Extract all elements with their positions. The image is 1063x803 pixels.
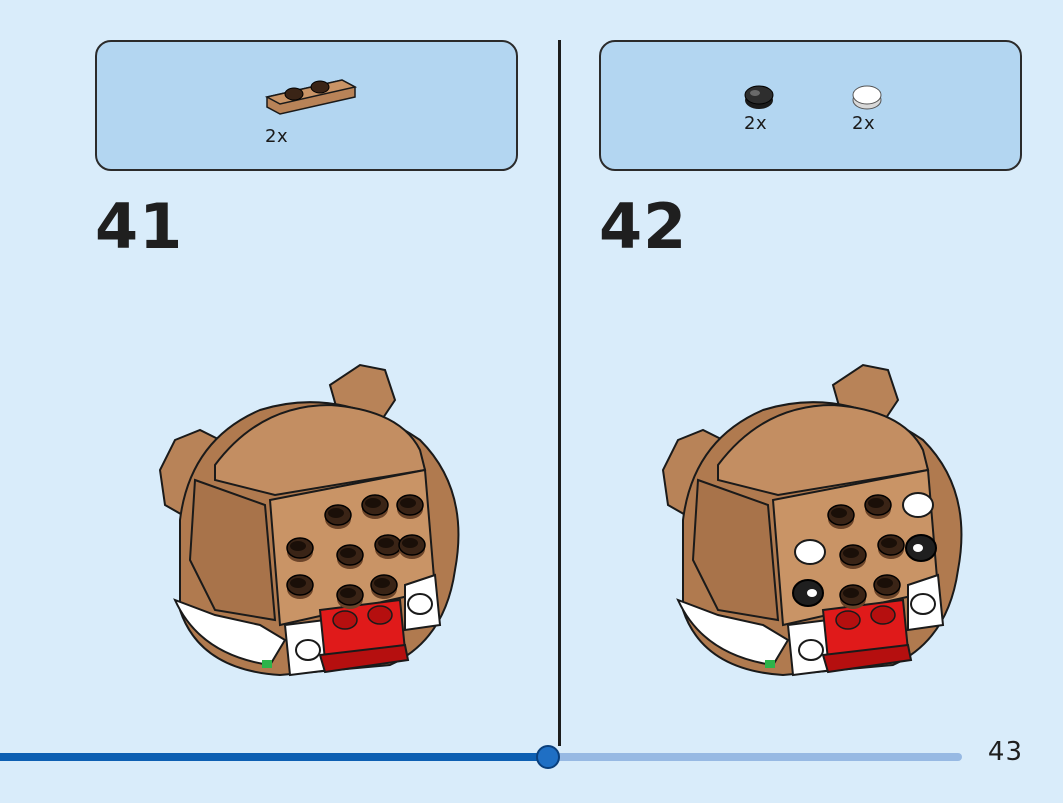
step-number: 41	[95, 190, 184, 263]
build-progress-bar	[0, 745, 962, 769]
part-quantity: 2x	[852, 113, 876, 134]
progress-fill	[0, 753, 548, 761]
step-number: 42	[599, 190, 688, 263]
part-quantity: 2x	[265, 126, 289, 147]
progress-knob	[536, 745, 560, 769]
bear-model-step-41	[0, 0, 560, 750]
parts-callout-step-42: 2x 2x	[599, 40, 1022, 171]
step-divider	[558, 40, 561, 746]
page-number: 43	[987, 737, 1023, 767]
white-round-tile-icon	[852, 85, 882, 110]
part-quantity: 2x	[744, 113, 768, 134]
parts-callout-step-41: 2x	[95, 40, 518, 171]
black-round-tile-icon	[744, 85, 774, 109]
bear-model-step-42	[503, 0, 1063, 750]
tan-plate-1x2-icon	[264, 79, 358, 115]
